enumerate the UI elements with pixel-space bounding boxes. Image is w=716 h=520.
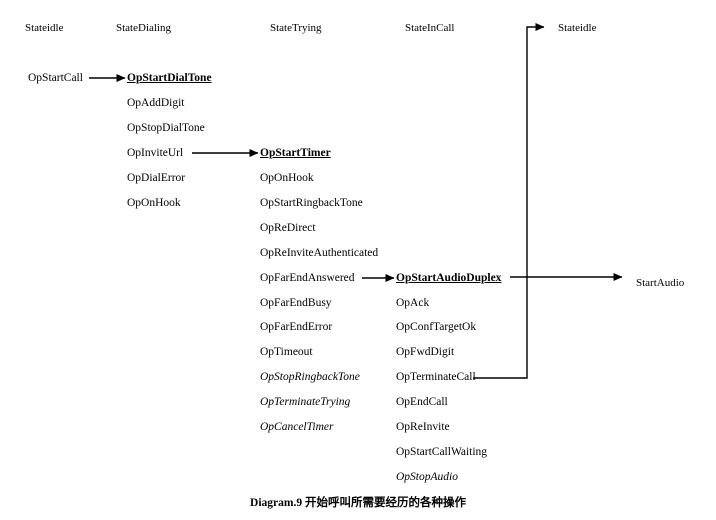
caption-text: 开始呼叫所需要经历的各种操作 xyxy=(304,495,466,509)
op-far-end-answered[interactable]: OpFarEndAnswered xyxy=(260,272,355,284)
op-on-hook-dialing[interactable]: OpOnHook xyxy=(127,197,181,209)
op-start-ringback-tone[interactable]: OpStartRingbackTone xyxy=(260,197,363,209)
op-start-call-waiting[interactable]: OpStartCallWaiting xyxy=(396,446,488,458)
node-label-start-audio: StartAudio xyxy=(636,277,685,289)
op-add-digit[interactable]: OpAddDigit xyxy=(127,97,185,109)
op-terminate-trying[interactable]: OpTerminateTrying xyxy=(260,396,351,408)
op-start-timer[interactable]: OpStartTimer xyxy=(260,147,331,159)
column-header-statetrying: StateTrying xyxy=(270,22,322,34)
diagram-caption: Diagram.9 开始呼叫所需要经历的各种操作 xyxy=(0,494,716,510)
column-header-statedialing: StateDialing xyxy=(116,22,171,34)
op-cancel-timer[interactable]: OpCancelTimer xyxy=(260,421,334,433)
op-conf-target-ok[interactable]: OpConfTargetOk xyxy=(396,321,477,333)
op-ack[interactable]: OpAck xyxy=(396,297,430,309)
op-re-invite-authenticated[interactable]: OpReInviteAuthenticated xyxy=(260,247,379,259)
op-start-call[interactable]: OpStartCall xyxy=(28,72,83,84)
op-invite-url[interactable]: OpInviteUrl xyxy=(127,147,184,159)
op-far-end-error[interactable]: OpFarEndError xyxy=(260,321,333,333)
op-re-invite[interactable]: OpReInvite xyxy=(396,421,450,433)
connector-terminate-call-to-state-idle xyxy=(473,23,545,379)
op-terminate-call[interactable]: OpTerminateCall xyxy=(396,371,476,383)
op-far-end-busy[interactable]: OpFarEndBusy xyxy=(260,297,332,309)
node-label-state-idle-return: Stateidle xyxy=(558,22,597,34)
op-fwd-digit[interactable]: OpFwdDigit xyxy=(396,346,455,358)
column-header-stateidle: Stateidle xyxy=(25,22,64,34)
op-re-direct[interactable]: OpReDirect xyxy=(260,222,316,234)
op-start-audio-duplex[interactable]: OpStartAudioDuplex xyxy=(396,272,502,284)
caption-prefix: Diagram.9 xyxy=(250,497,303,509)
op-dial-error[interactable]: OpDialError xyxy=(127,172,186,184)
op-stop-ringback-tone[interactable]: OpStopRingbackTone xyxy=(260,371,360,383)
op-stop-audio[interactable]: OpStopAudio xyxy=(396,471,458,483)
op-stop-dial-tone[interactable]: OpStopDialTone xyxy=(127,122,205,134)
op-timeout[interactable]: OpTimeout xyxy=(260,346,313,358)
op-end-call[interactable]: OpEndCall xyxy=(396,396,448,408)
op-start-dial-tone[interactable]: OpStartDialTone xyxy=(127,72,212,84)
op-on-hook-trying[interactable]: OpOnHook xyxy=(260,172,314,184)
column-header-stateincall: StateInCall xyxy=(405,22,455,34)
